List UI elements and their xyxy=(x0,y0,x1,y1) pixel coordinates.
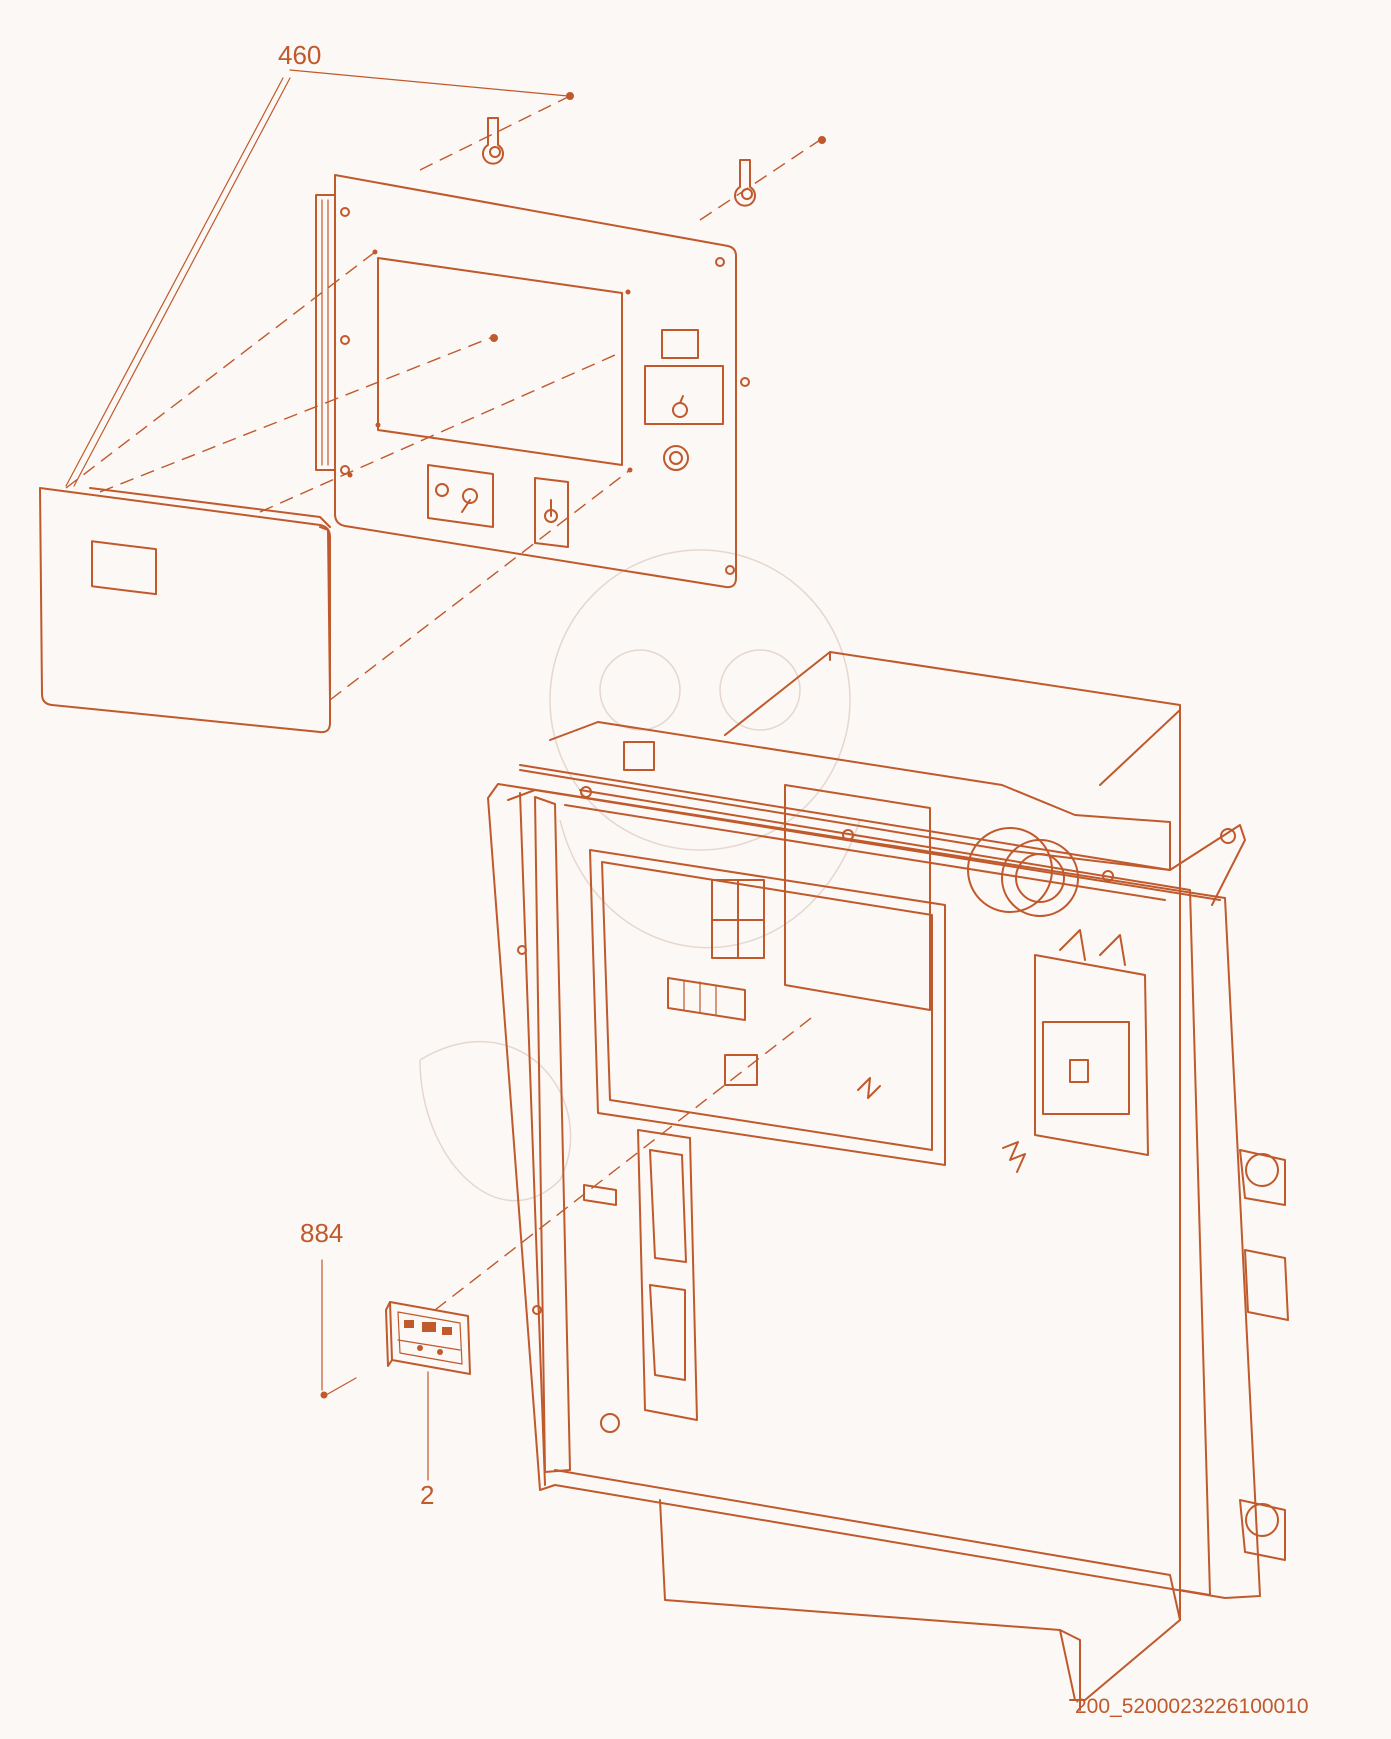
callout-884: 884 xyxy=(300,1218,343,1248)
assembly-lines-pcb xyxy=(434,1014,816,1311)
leader-884 xyxy=(320,1259,357,1399)
callout-2: 2 xyxy=(420,1480,434,1510)
p-clip-left xyxy=(482,117,504,165)
callout-460: 460 xyxy=(278,40,321,70)
p-clip-right xyxy=(734,159,756,207)
mounting-panel xyxy=(315,174,750,589)
circuit-board xyxy=(385,1301,471,1375)
watermark xyxy=(419,549,861,1202)
front-cover xyxy=(39,487,331,734)
document-reference: 200_5200023226100010 xyxy=(1075,1695,1309,1718)
assembly-lines-cover xyxy=(65,95,821,701)
leader-460 xyxy=(65,69,574,487)
enclosure xyxy=(487,651,1289,1711)
